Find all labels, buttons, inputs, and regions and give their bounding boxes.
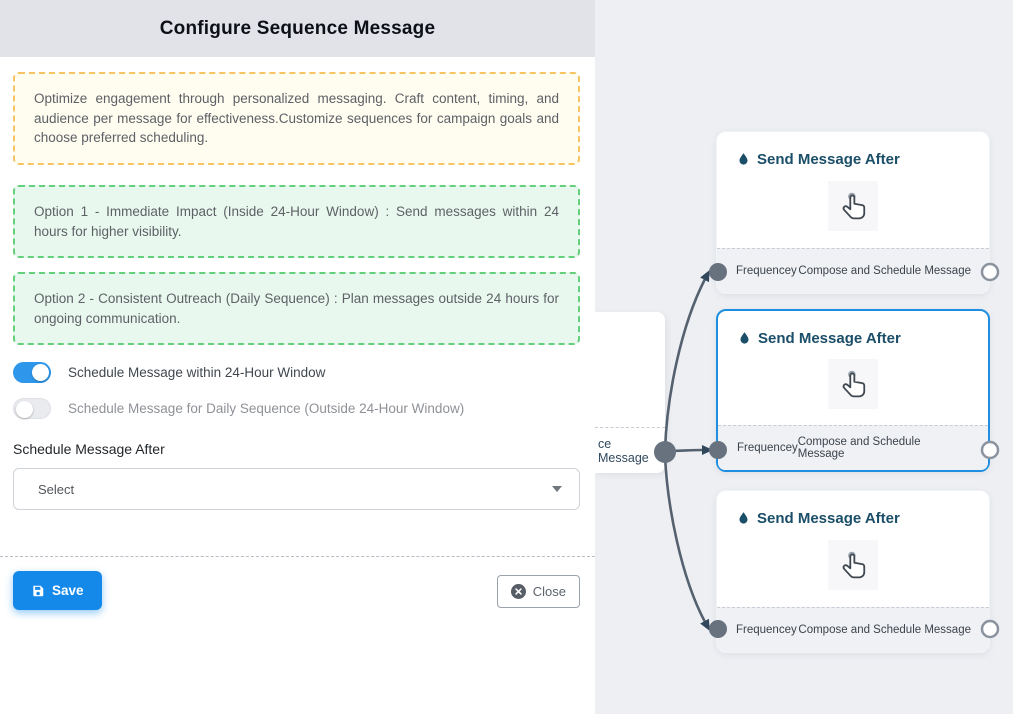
node-footer-frequency-label: Frequencey (736, 624, 797, 636)
option1-info-box: Option 1 - Immediate Impact (Inside 24-H… (13, 185, 580, 259)
circle-x-icon (510, 584, 526, 599)
toggle-daily-sequence[interactable] (13, 398, 51, 419)
water-droplet-icon (737, 152, 750, 168)
toggle-within-24h-label: Schedule Message within 24-Hour Window (68, 365, 326, 380)
schedule-after-select[interactable]: Select (13, 468, 580, 510)
edge-to-node-1 (663, 270, 710, 451)
partial-node-body (595, 312, 665, 427)
flow-node-send-message-after-3[interactable]: Send Message After Frequencey Compose an… (716, 490, 990, 653)
water-droplet-icon (737, 511, 750, 527)
tap-hand-icon (828, 181, 878, 231)
toggle-knob (32, 364, 49, 381)
flow-canvas: ce Message Send Message After Frequencey… (595, 0, 1013, 714)
select-current-value: Select (38, 481, 75, 497)
node-footer-compose-label: Compose and Schedule Message (798, 265, 971, 277)
chevron-down-icon (552, 486, 562, 492)
tap-hand-icon (828, 540, 878, 590)
panel-header: Configure Sequence Message (0, 0, 595, 57)
toggle-daily-sequence-label: Schedule Message for Daily Sequence (Out… (68, 401, 465, 416)
close-button-label: Close (532, 584, 566, 599)
close-button[interactable]: Close (496, 575, 580, 608)
schedule-message-after-label: Schedule Message After (13, 441, 165, 457)
save-button-label: Save (52, 583, 84, 598)
footer-divider (0, 556, 595, 557)
node-footer-frequency-label: Frequencey (736, 265, 797, 277)
save-button[interactable]: Save (13, 571, 102, 610)
water-droplet-icon (738, 331, 751, 347)
flow-node-send-message-after-1[interactable]: Send Message After Frequencey Compose an… (716, 131, 990, 294)
page-title: Configure Sequence Message (159, 17, 436, 39)
intro-info-box: Optimize engagement through personalized… (13, 72, 580, 165)
flow-node-send-message-after-2-selected[interactable]: Send Message After Frequencey Compose an… (716, 309, 990, 472)
configure-sequence-message-panel: Configure Sequence Message Optimize enga… (0, 0, 595, 714)
flow-node-partial[interactable]: ce Message (595, 312, 665, 473)
node-title: Send Message After (758, 330, 901, 347)
node-footer-compose-label: Compose and Schedule Message (797, 436, 921, 460)
edge-to-node-3 (663, 454, 710, 631)
toggle-knob (16, 400, 33, 418)
partial-node-footer-label: ce Message (595, 427, 665, 473)
node-title: Send Message After (757, 151, 900, 168)
node-title: Send Message After (757, 510, 900, 527)
toggle-within-24h-window[interactable] (13, 362, 51, 383)
floppy-disk-icon (31, 584, 45, 598)
edge-to-node-2 (666, 445, 713, 456)
tap-hand-icon (828, 359, 878, 409)
option2-info-box: Option 2 - Consistent Outreach (Daily Se… (13, 272, 580, 346)
node-footer-compose-label: Compose and Schedule Message (798, 624, 971, 636)
node-footer-frequency-label: Frequencey (737, 442, 798, 454)
